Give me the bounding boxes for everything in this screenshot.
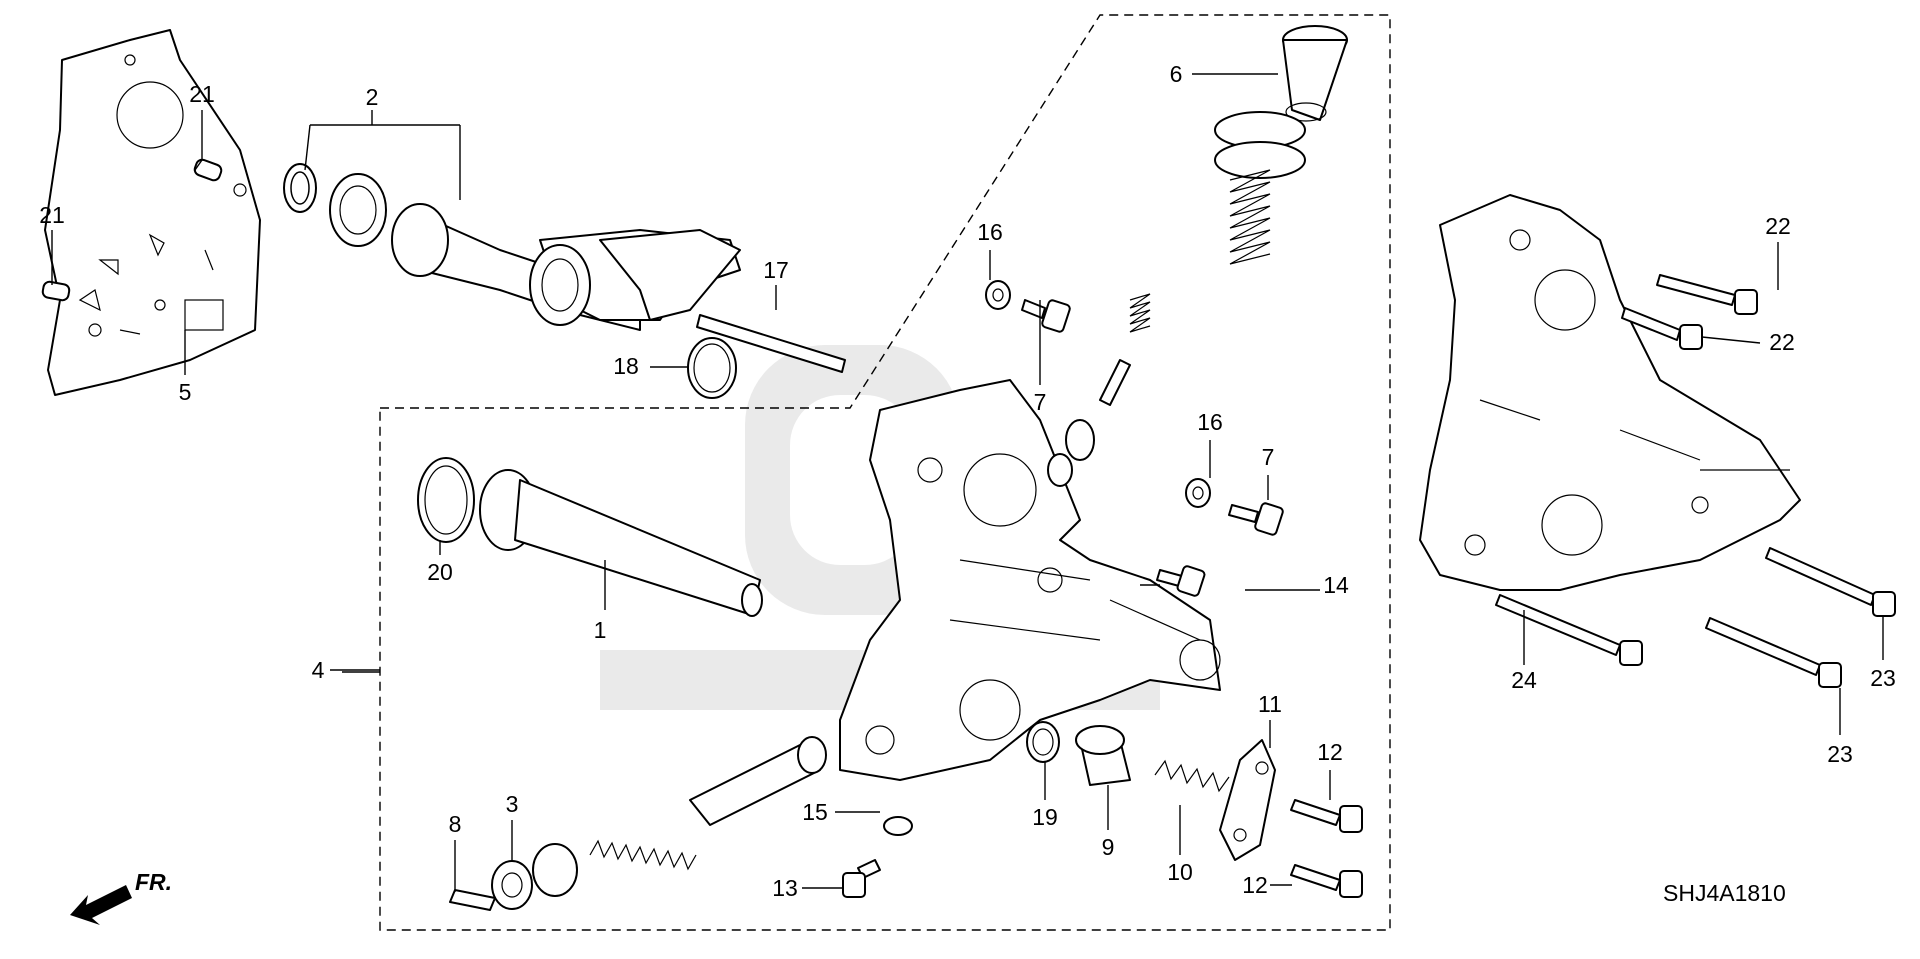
diagram-code: SHJ4A1810 bbox=[1663, 880, 1786, 906]
coil-spring-small bbox=[1129, 293, 1151, 333]
sleeve bbox=[532, 843, 578, 897]
clip-8 bbox=[449, 889, 496, 911]
valve-piston bbox=[689, 736, 827, 826]
o-ring-19 bbox=[1026, 721, 1060, 763]
front-direction-arrow: FR. bbox=[70, 869, 172, 925]
o-ring-18 bbox=[687, 337, 737, 399]
dowel-pin-lower bbox=[41, 280, 71, 302]
shift-valve-shaft bbox=[479, 469, 763, 617]
o-ring-20 bbox=[417, 457, 475, 543]
callout-9: 9 bbox=[1102, 834, 1115, 860]
callout-17: 17 bbox=[763, 257, 789, 283]
dowel-pin-upper bbox=[193, 158, 223, 182]
callout-2: 2 bbox=[366, 84, 379, 110]
callout-11: 11 bbox=[1258, 691, 1282, 717]
long-pin bbox=[696, 314, 846, 373]
washer-15 bbox=[883, 816, 913, 836]
bolt-24 bbox=[1495, 594, 1643, 666]
end-housing bbox=[1419, 194, 1801, 591]
callout-3: 3 bbox=[506, 791, 519, 817]
washer-upper bbox=[985, 280, 1011, 310]
callout-6: 6 bbox=[1170, 61, 1183, 87]
spring-seat bbox=[1214, 111, 1306, 179]
callout-24: 24 bbox=[1511, 667, 1537, 693]
callout-23-upper: 23 bbox=[1870, 665, 1896, 691]
plug-3 bbox=[491, 860, 533, 910]
bolt-12-upper bbox=[1290, 799, 1363, 833]
callout-13: 13 bbox=[772, 875, 798, 901]
callout-12-lower: 12 bbox=[1242, 872, 1268, 898]
callout-15: 15 bbox=[802, 799, 828, 825]
callout-18: 18 bbox=[613, 353, 639, 379]
callout-4: 4 bbox=[312, 657, 325, 683]
callout-16-right: 16 bbox=[1197, 409, 1223, 435]
callout-20: 20 bbox=[427, 559, 453, 585]
needle-bearing bbox=[329, 173, 387, 247]
bolt-23-upper bbox=[1765, 547, 1896, 617]
callout-22-upper: 22 bbox=[1765, 213, 1791, 239]
callout-23-lower: 23 bbox=[1827, 741, 1853, 767]
callout-5: 5 bbox=[179, 379, 192, 405]
callout-12-upper: 12 bbox=[1317, 739, 1343, 765]
shift-fork bbox=[599, 229, 741, 321]
servo-body bbox=[839, 379, 1221, 781]
callout-19: 19 bbox=[1032, 804, 1058, 830]
callout-21-upper: 21 bbox=[189, 81, 215, 107]
callout-14: 14 bbox=[1323, 572, 1349, 598]
leader-lines bbox=[51, 73, 1884, 892]
bolt-23-lower bbox=[1705, 617, 1842, 688]
bolt-14 bbox=[1156, 565, 1206, 597]
callout-10: 10 bbox=[1167, 859, 1193, 885]
bolt-13 bbox=[842, 859, 881, 898]
washer-right bbox=[1185, 478, 1211, 508]
bolt-12-lower bbox=[1290, 864, 1363, 898]
bolt-right-7 bbox=[1228, 502, 1284, 536]
callout-8: 8 bbox=[449, 811, 462, 837]
callout-7-right: 7 bbox=[1262, 444, 1275, 470]
bolt-22-upper bbox=[1656, 274, 1758, 315]
coil-spring-long bbox=[589, 839, 697, 871]
coil-spring-10 bbox=[1154, 759, 1230, 793]
callout-16-upper: 16 bbox=[977, 219, 1003, 245]
valve-cap bbox=[1282, 25, 1348, 122]
coil-spring-large bbox=[1229, 169, 1271, 265]
front-direction-label: FR. bbox=[135, 869, 172, 895]
callout-22-lower: 22 bbox=[1769, 329, 1795, 355]
separator-plate bbox=[44, 29, 261, 396]
cover-plate-11 bbox=[1219, 739, 1276, 861]
bolt-upper-7 bbox=[1021, 299, 1071, 333]
callout-7-upper: 7 bbox=[1034, 389, 1047, 415]
piston-9 bbox=[1075, 725, 1131, 786]
valve-spool bbox=[1047, 359, 1131, 487]
callout-21-lower: 21 bbox=[39, 202, 65, 228]
callout-1: 1 bbox=[594, 617, 607, 643]
assembly-boundary bbox=[379, 14, 1391, 931]
snap-ring bbox=[283, 163, 317, 213]
